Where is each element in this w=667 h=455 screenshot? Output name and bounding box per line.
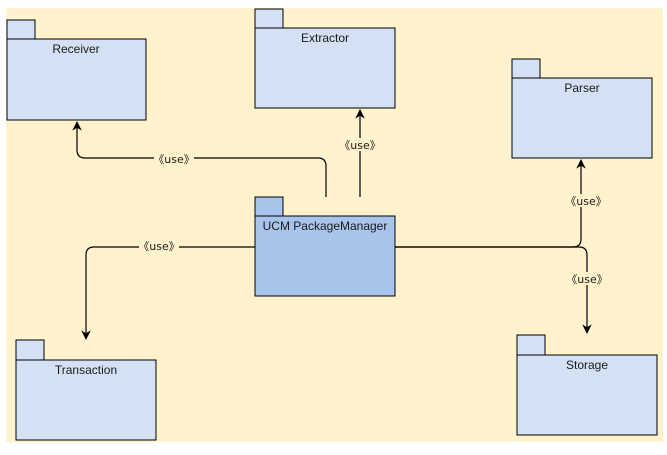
edge-labels: 《use》 《use》 《use》 《use》 《use》 [138, 138, 608, 286]
package-parser[interactable]: Parser [511, 58, 653, 159]
package-manager-label: UCM PackageManager [263, 219, 388, 233]
package-storage-label: Storage [566, 358, 608, 372]
package-extractor[interactable]: Extractor [254, 8, 396, 109]
package-receiver[interactable]: Receiver [6, 19, 147, 121]
edge-storage [395, 246, 592, 334]
edge-label-extractor: 《use》 [339, 139, 380, 152]
edge-transaction [81, 246, 255, 340]
edge-label-parser: 《use》 [565, 195, 606, 208]
edge-receiver [72, 121, 327, 197]
edge-label-transaction: 《use》 [138, 240, 179, 253]
package-transaction-label: Transaction [55, 363, 117, 377]
package-parser-label: Parser [564, 81, 599, 95]
connectors [72, 109, 592, 340]
package-manager[interactable]: UCM PackageManager [254, 196, 396, 297]
edge-label-receiver: 《use》 [153, 153, 194, 166]
edge-label-storage: 《use》 [566, 273, 607, 286]
package-storage[interactable]: Storage [516, 334, 658, 436]
package-transaction[interactable]: Transaction [15, 339, 157, 441]
package-extractor-label: Extractor [301, 31, 349, 45]
package-receiver-label: Receiver [52, 42, 99, 56]
